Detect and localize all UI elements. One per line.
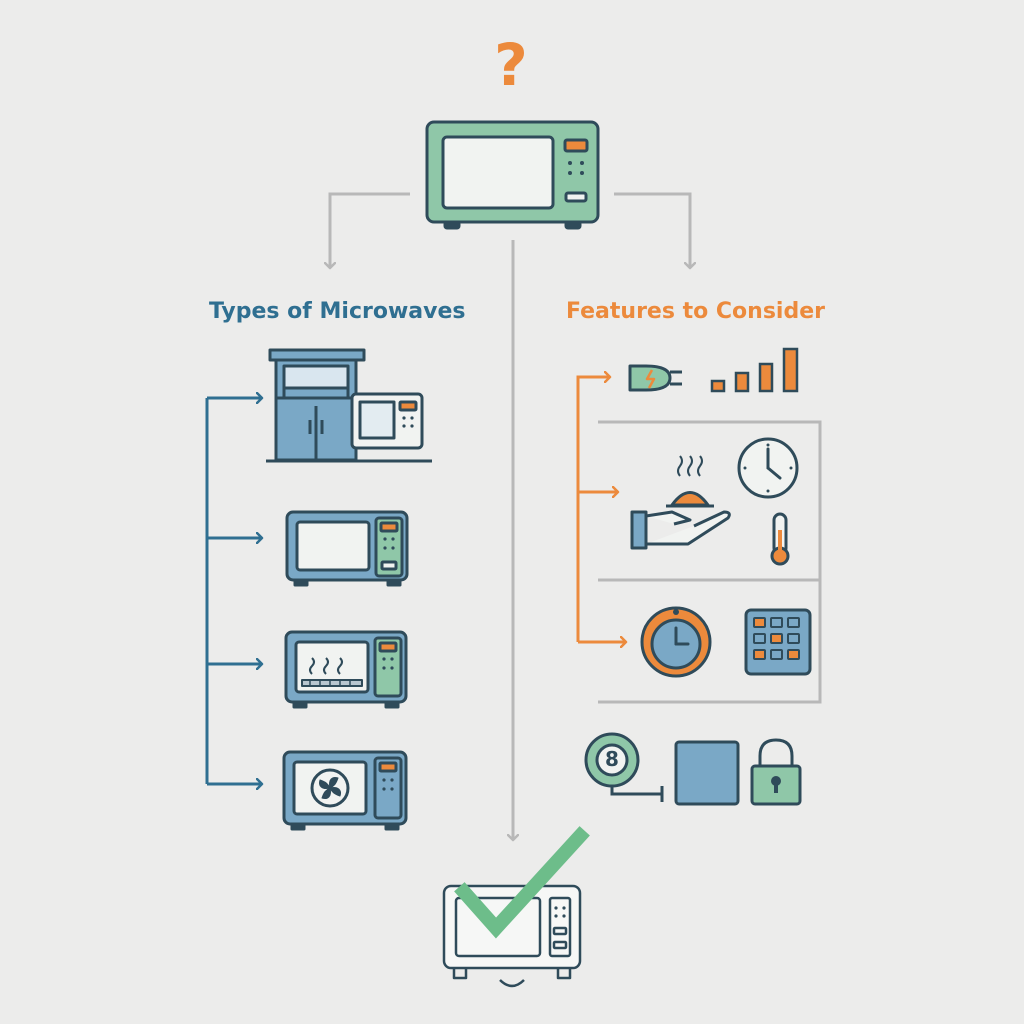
features-heading: Features to Consider [566,299,825,324]
connector-to-features [614,192,690,268]
convection-microwave-icon [282,750,408,831]
types-heading: Types of Microwaves [209,299,466,324]
sensor-ball-label: 8 [605,747,619,771]
square-icon [674,740,740,806]
countertop-microwave-icon [285,510,409,587]
lock-icon [750,738,802,806]
thermometer-icon [770,512,790,566]
feature-dividers [598,420,822,704]
power-level-bars-icon [710,347,799,393]
over-the-range-microwave-icon [266,348,432,463]
features-bracket [576,377,626,642]
checked-microwave-icon [442,826,590,988]
keypad-icon [744,608,812,676]
types-bracket [205,398,262,784]
question-mark: ? [494,31,528,99]
grill-microwave-icon [284,630,408,709]
timer-dial-icon [640,606,712,678]
connector-to-types [330,192,410,268]
top-connectors [330,192,690,840]
microwave-icon [425,120,600,230]
reheat-hand-icon [630,455,731,550]
checkmark-icon [454,826,590,939]
sensor-ball-icon [584,732,664,802]
power-plug-icon [628,364,682,392]
clock-icon [737,437,799,499]
